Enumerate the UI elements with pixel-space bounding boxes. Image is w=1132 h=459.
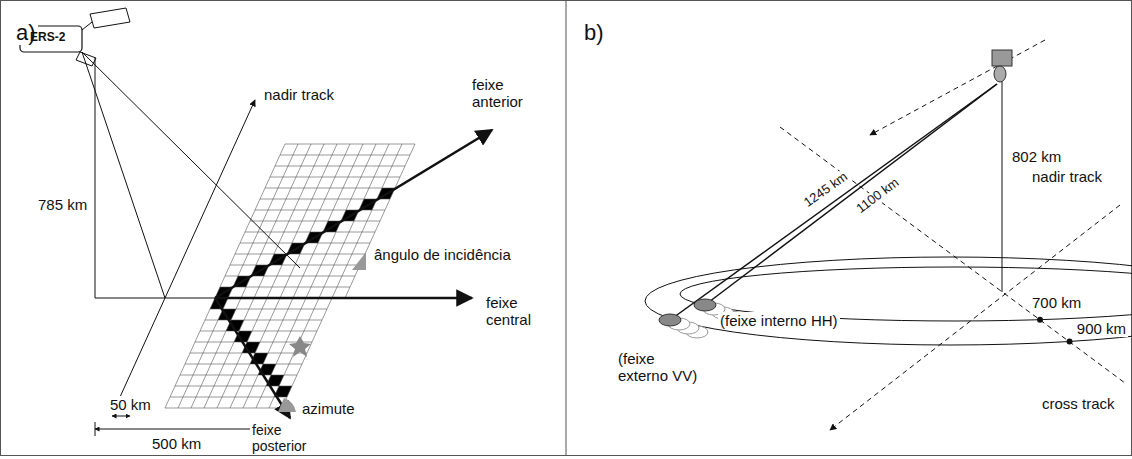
grid-line bbox=[185, 364, 302, 365]
grid-line bbox=[200, 331, 317, 332]
annotation-label: 50 km bbox=[108, 396, 153, 413]
ground-line bbox=[95, 298, 215, 299]
grid-line bbox=[175, 386, 292, 387]
nadir-track-axis bbox=[115, 100, 255, 408]
annotation-label: 1245 km bbox=[800, 168, 853, 211]
grid-line bbox=[265, 188, 395, 189]
solar-boom bbox=[82, 22, 92, 30]
annotation-label: 1100 km bbox=[852, 174, 903, 218]
annotation-label: azimute bbox=[300, 400, 357, 417]
altitude-line bbox=[95, 58, 96, 298]
view-line bbox=[82, 52, 300, 268]
annotation-label: 700 km bbox=[1030, 294, 1083, 311]
grid-line bbox=[235, 254, 365, 255]
annotation-label: 900 km bbox=[1075, 320, 1128, 337]
dimension-tick bbox=[95, 422, 96, 436]
aft-beam bbox=[215, 298, 290, 418]
flight-direction bbox=[870, 40, 1045, 135]
annotation-label: feixe anterior bbox=[470, 76, 536, 111]
grid-line bbox=[195, 342, 312, 343]
annotation-label: feixe central bbox=[484, 294, 546, 329]
inner-beam bbox=[705, 84, 997, 305]
grid-line bbox=[170, 397, 287, 398]
annotation-label: nadir track bbox=[1030, 168, 1104, 185]
incidence-angle-mark bbox=[352, 252, 366, 270]
outer-swath-ellipse bbox=[645, 257, 1132, 345]
annotation-label: cross track bbox=[1040, 395, 1117, 412]
grid-line bbox=[230, 265, 360, 266]
grid-line bbox=[270, 177, 400, 178]
range-dot bbox=[1037, 317, 1043, 323]
grid-line bbox=[205, 320, 322, 321]
dimension-50 bbox=[112, 416, 130, 417]
grid-line bbox=[210, 309, 327, 310]
nadir-track-axis bbox=[830, 205, 1120, 430]
annotation-label: nadir track bbox=[262, 86, 336, 103]
range-dot bbox=[1067, 339, 1073, 345]
swath-grid-fore-ground bbox=[215, 144, 415, 298]
swath-grid-fore bbox=[215, 144, 415, 298]
beam-footprint bbox=[659, 314, 681, 326]
satellite-body bbox=[992, 50, 1012, 66]
grid-line bbox=[165, 408, 282, 409]
outer-beam bbox=[670, 84, 997, 320]
solar-panel bbox=[90, 8, 130, 28]
annotation-label: feixe posterior bbox=[250, 422, 324, 454]
grid-line bbox=[250, 221, 380, 222]
grid-line bbox=[225, 276, 355, 277]
cross-track-axis bbox=[780, 127, 1125, 383]
grid-line bbox=[275, 166, 405, 167]
panel-divider bbox=[566, 0, 567, 456]
azimuth-angle-mark bbox=[278, 398, 296, 412]
altitude-line bbox=[1002, 76, 1003, 292]
central-beam bbox=[215, 297, 472, 300]
grid-line bbox=[285, 144, 415, 145]
annotation-label: ângulo de incidência bbox=[372, 246, 513, 263]
grid-line bbox=[260, 199, 390, 200]
target-mark bbox=[289, 336, 311, 357]
beam-footprint bbox=[694, 299, 716, 311]
annotation-label: 785 km bbox=[36, 196, 89, 213]
annotation-label: 802 km bbox=[1010, 148, 1063, 165]
annotation-label: 500 km bbox=[150, 435, 203, 452]
dimension-500 bbox=[95, 429, 262, 430]
grid-line bbox=[220, 287, 350, 288]
panel-letter: b) bbox=[582, 20, 606, 45]
annotation-label: (feixe interno HH) bbox=[718, 312, 840, 329]
fore-beam bbox=[215, 130, 492, 298]
annotation-label: (feixe externo VV) bbox=[616, 350, 706, 385]
annotation-label: ERS-2 bbox=[28, 31, 67, 45]
grid-line bbox=[255, 210, 385, 211]
grid-line bbox=[180, 375, 297, 376]
view-line bbox=[82, 52, 165, 298]
grid-line bbox=[280, 155, 410, 156]
antenna bbox=[994, 66, 1006, 82]
